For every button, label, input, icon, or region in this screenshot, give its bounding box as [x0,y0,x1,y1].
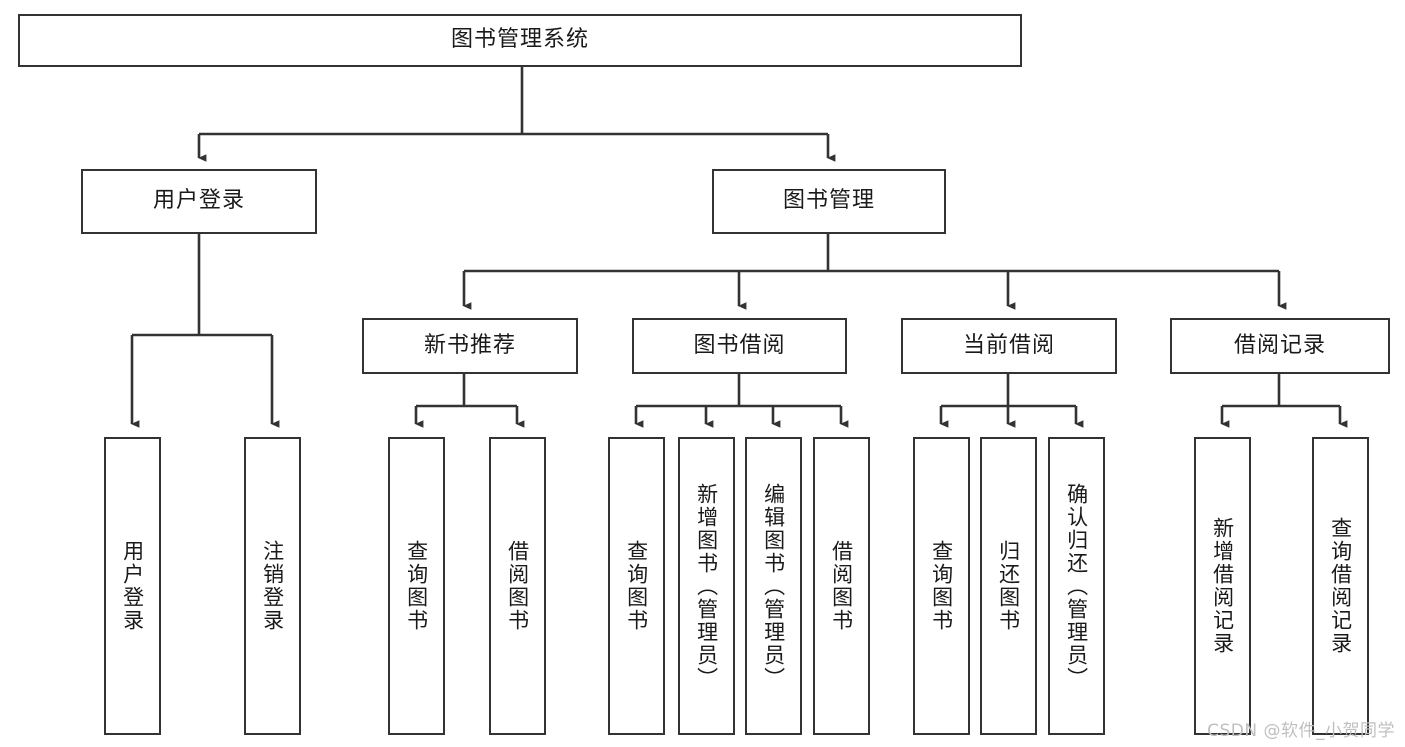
node-label: 编辑图书（管理员） [761,482,786,690]
node-current-borrow[interactable]: 当前借阅 [901,318,1117,374]
node-label: 当前借阅 [962,332,1055,358]
node-root-book-management-system[interactable]: 图书管理系统 [18,14,1022,67]
node-leaf-return-book[interactable]: 归还图书 [980,437,1037,735]
node-label: 借阅记录 [1233,332,1326,358]
node-leaf-user-logout[interactable]: 注销登录 [244,437,301,735]
node-user-login[interactable]: 用户登录 [81,169,317,234]
node-borrow-record[interactable]: 借阅记录 [1170,318,1390,374]
node-leaf-borrow-book[interactable]: 借阅图书 [813,437,870,735]
node-label: 新增借阅记录 [1210,517,1235,655]
node-label: 查询图书 [404,540,429,632]
node-new-book-recommend[interactable]: 新书推荐 [362,318,578,374]
node-leaf-query-book-new[interactable]: 查询图书 [388,437,445,735]
node-label: 查询图书 [624,540,649,632]
node-book-management[interactable]: 图书管理 [712,169,946,234]
node-label: 新增图书（管理员） [694,482,719,690]
node-label: 查询图书 [929,540,954,632]
node-label: 用户登录 [120,540,145,632]
node-label: 用户登录 [152,188,245,214]
node-label: 注销登录 [260,540,285,632]
node-leaf-add-book[interactable]: 新增图书（管理员） [678,437,735,735]
node-label: 新书推荐 [423,332,516,358]
node-leaf-add-borrow-record[interactable]: 新增借阅记录 [1194,437,1251,735]
node-label: 确认归还（管理员） [1064,482,1089,690]
node-leaf-query-book-current[interactable]: 查询图书 [913,437,970,735]
node-label: 查询借阅记录 [1328,517,1353,655]
node-label: 图书管理 [782,188,875,214]
node-label: 借阅图书 [505,540,530,632]
node-label: 图书借阅 [693,332,786,358]
node-leaf-user-login[interactable]: 用户登录 [104,437,161,735]
watermark-text: CSDN @软件_小贺同学 [1207,721,1395,741]
node-label: 归还图书 [996,540,1021,632]
node-book-borrow[interactable]: 图书借阅 [632,318,847,374]
node-leaf-borrow-book-new[interactable]: 借阅图书 [489,437,546,735]
node-label: 图书管理系统 [450,27,589,53]
node-leaf-edit-book[interactable]: 编辑图书（管理员） [745,437,802,735]
node-leaf-query-borrow-record[interactable]: 查询借阅记录 [1312,437,1369,735]
node-label: 借阅图书 [829,540,854,632]
node-leaf-confirm-return[interactable]: 确认归还（管理员） [1048,437,1105,735]
node-leaf-query-book-borrow[interactable]: 查询图书 [608,437,665,735]
